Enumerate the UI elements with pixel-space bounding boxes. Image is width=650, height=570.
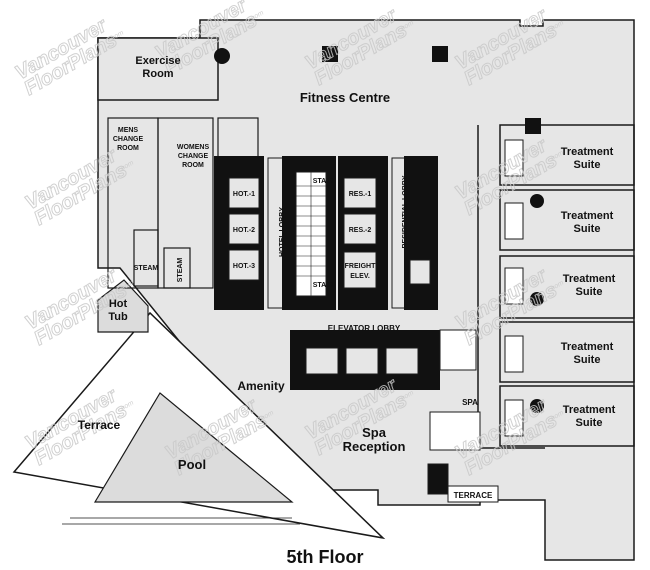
exercise-room-label-2: Room [142,68,173,80]
treatment-suite-5-label-1: Treatment [563,404,616,416]
womens-change-label-2: CHANGE [178,153,209,160]
treatment-suite-5-label-2: Suite [576,417,603,429]
change-rooms [107,117,259,289]
residential-elevator-1: RES.-1 [349,191,372,198]
elevator-labels: HOT.-1 HOT.-2 HOT.-3 RES.-1 RES.-2 FREIG… [233,191,376,280]
treatment-suite-2-label-1: Treatment [561,210,614,222]
pool [93,392,294,503]
residential-lobby-label: RESIDENTIAL LOBBY [402,175,409,248]
room-labels: Exercise Room Fitness Centre MENS CHANGE… [78,55,499,503]
hotel-elevator-3: HOT.-3 [233,263,255,270]
fitness-centre-label: Fitness Centre [300,90,390,105]
stair-label-top: STAIR [313,178,333,185]
floor-title: 5th Floor [287,547,364,567]
treatment-suite-labels: Treatment Suite Treatment Suite Treatmen… [561,146,616,429]
freight-elevator-label-2: ELEV. [350,273,370,280]
hotel-lobby-label: HOTEL LOBBY [279,207,286,257]
columns [214,46,544,413]
treatment-suite-1-label-1: Treatment [561,146,614,158]
womens-change-label-3: ROOM [182,162,204,169]
treatment-suite-1-label-2: Suite [574,159,601,171]
hot-tub-label-1: Hot [109,298,128,310]
hotel-elevator-1: HOT.-1 [233,191,255,198]
terrace-small-label: TERRACE [454,491,493,500]
treatment-suite-walls [477,124,635,449]
treatment-suite-4-label-1: Treatment [561,341,614,353]
amenity-label: Amenity [237,379,285,393]
spa-fixtures [427,329,481,495]
treatment-suite-3-label-1: Treatment [563,273,616,285]
mens-change-label-3: ROOM [117,145,139,152]
elevator-lobby-label: ELEVATOR LOBBY [328,324,401,333]
freight-elevator-label-1: FREIGHT [345,263,376,270]
elevator-core [214,156,440,390]
suite-fixtures [504,139,524,437]
steam-label-1: STEAM [134,265,159,272]
terrace-label: Terrace [78,418,121,432]
exercise-room-label-1: Exercise [135,55,180,67]
hot-tub-area [97,279,149,333]
treatment-suite-3-label-2: Suite [576,286,603,298]
terrace-small-box [447,485,499,503]
steam-label-2: STEAM [177,258,184,283]
stair-label-bottom: STAIR [313,282,333,289]
spa-label: SPA [462,398,478,407]
residential-elevator-2: RES.-2 [349,227,372,234]
spa-reception-label-2: Reception [343,439,406,454]
treatment-suite-4-label-2: Suite [574,354,601,366]
mens-change-label-1: MENS [118,127,139,134]
mens-change-label-2: CHANGE [113,136,144,143]
spa-reception-label-1: Spa [362,425,387,440]
pool-label: Pool [178,457,206,472]
hot-tub-label-2: Tub [108,311,128,323]
hotel-elevator-2: HOT.-2 [233,227,255,234]
terrace-area [12,311,386,540]
treatment-suite-2-label-2: Suite [574,223,601,235]
womens-change-label-1: WOMENS [177,144,210,151]
